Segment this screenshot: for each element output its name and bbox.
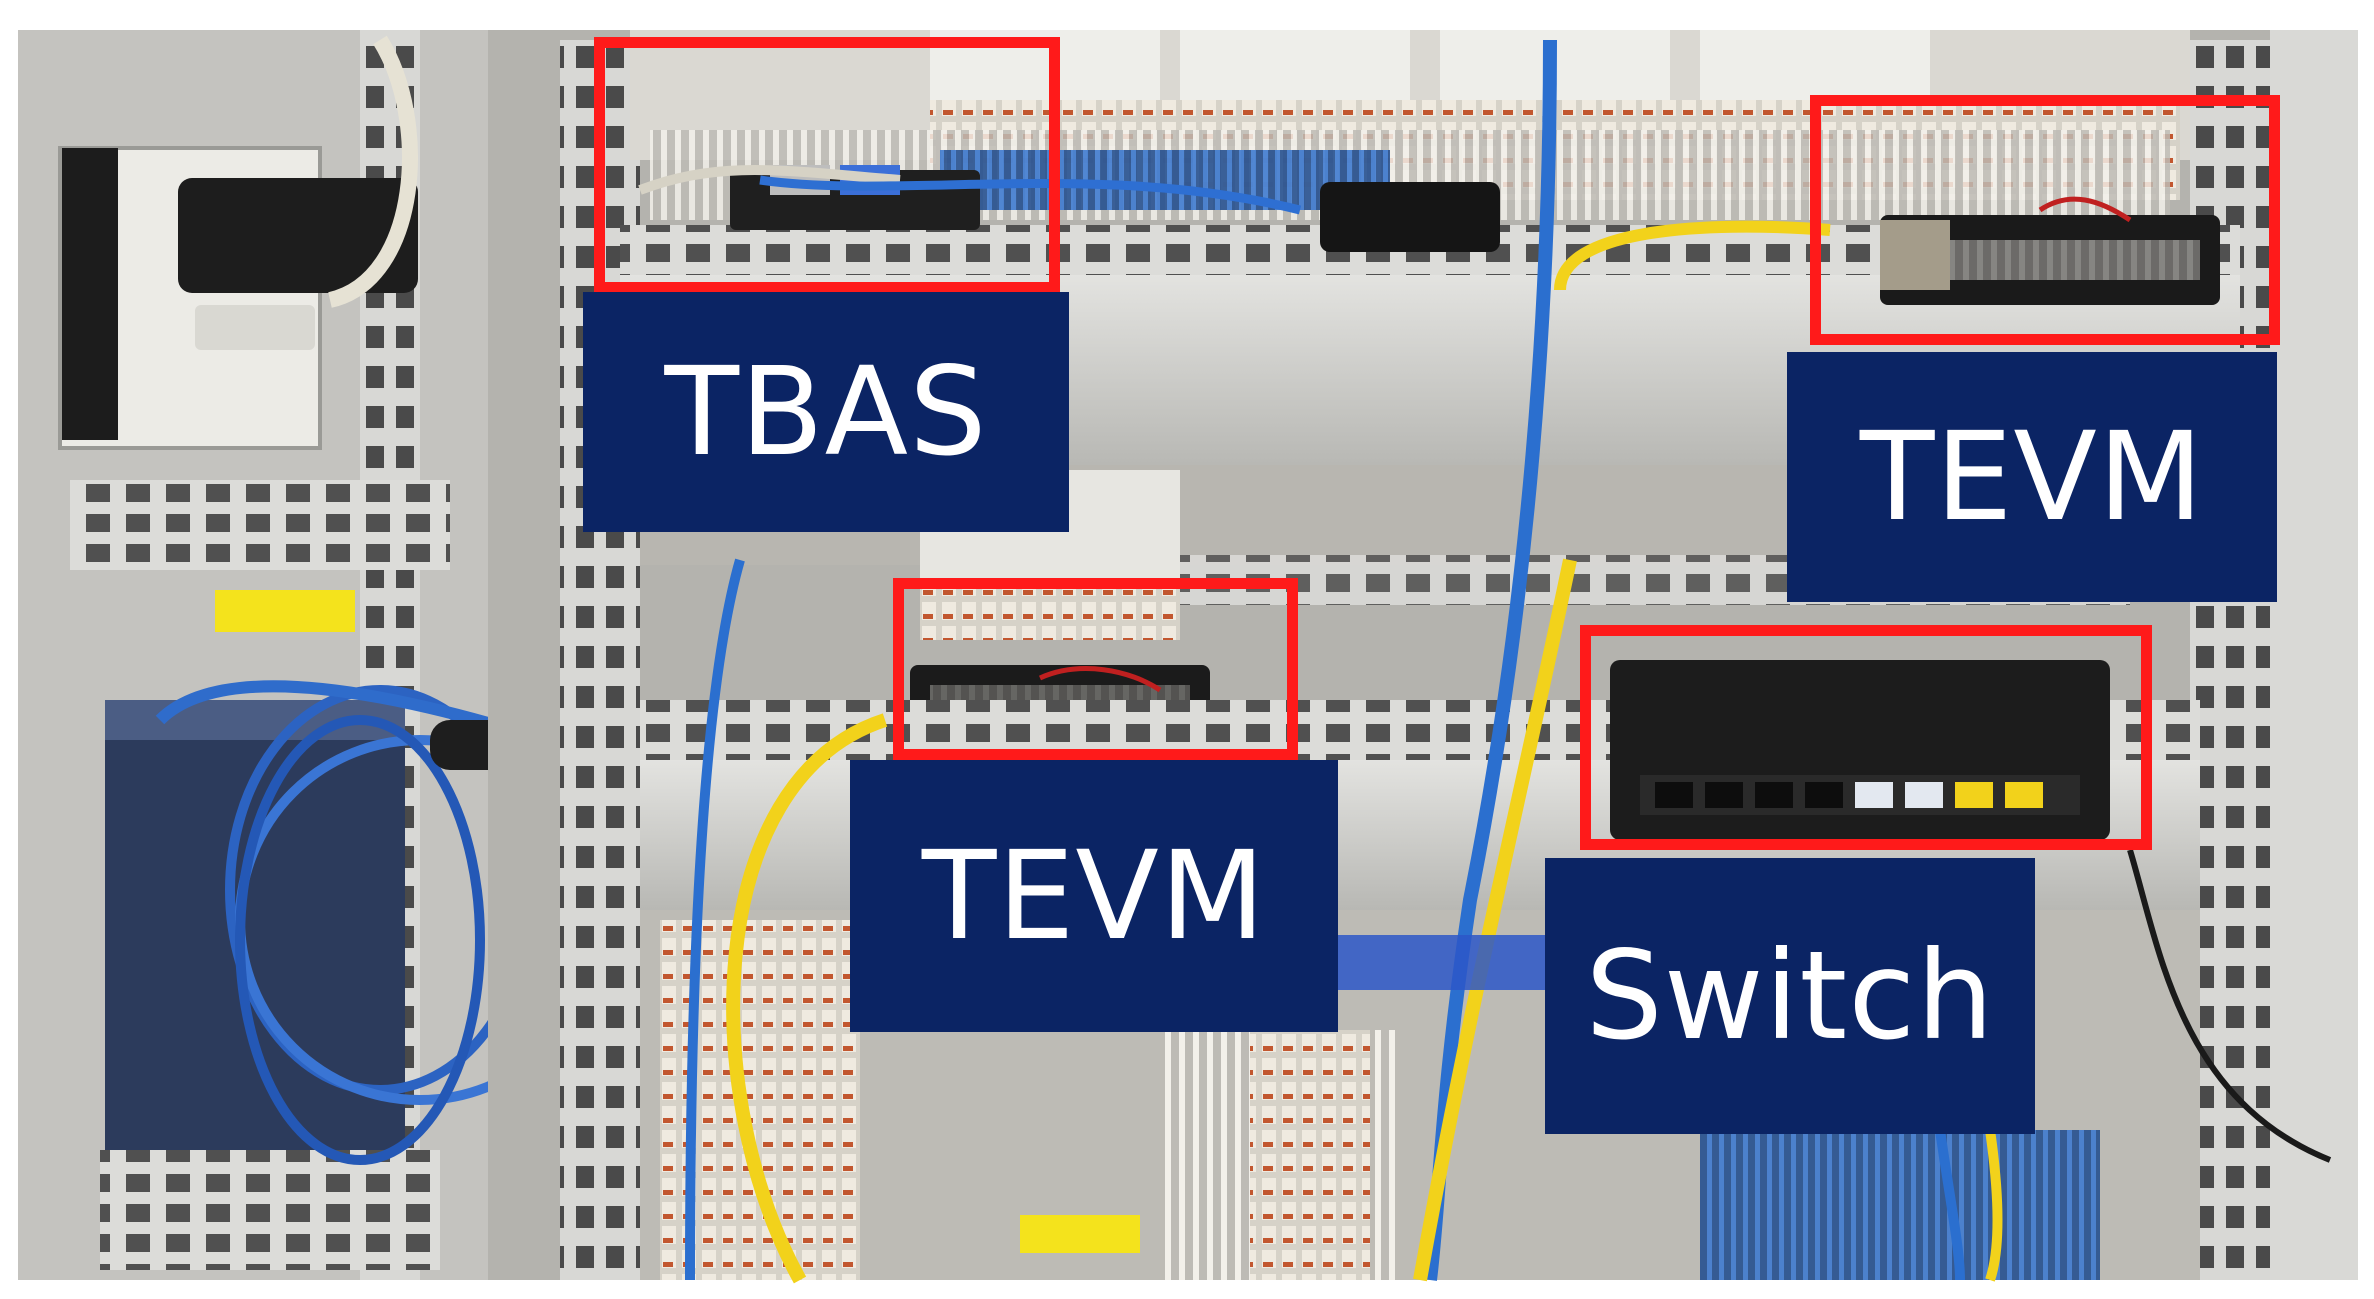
callout-tbas: TBAS — [583, 292, 1069, 532]
highlight-box-switch — [1580, 625, 2152, 850]
highlight-box-tevm-lower — [893, 578, 1298, 760]
callout-label-tbas: TBAS — [664, 341, 988, 483]
callout-label-tevm-upper: TEVM — [1859, 406, 2205, 548]
highlight-box-tbas — [594, 37, 1060, 293]
callout-switch: Switch — [1545, 858, 2035, 1134]
highlight-box-tevm-upper — [1810, 95, 2280, 345]
callout-tevm-upper: TEVM — [1787, 352, 2277, 602]
callout-label-tevm-lower: TEVM — [921, 825, 1267, 967]
callout-label-switch: Switch — [1585, 925, 1995, 1067]
callout-tevm-lower: TEVM — [850, 760, 1338, 1032]
